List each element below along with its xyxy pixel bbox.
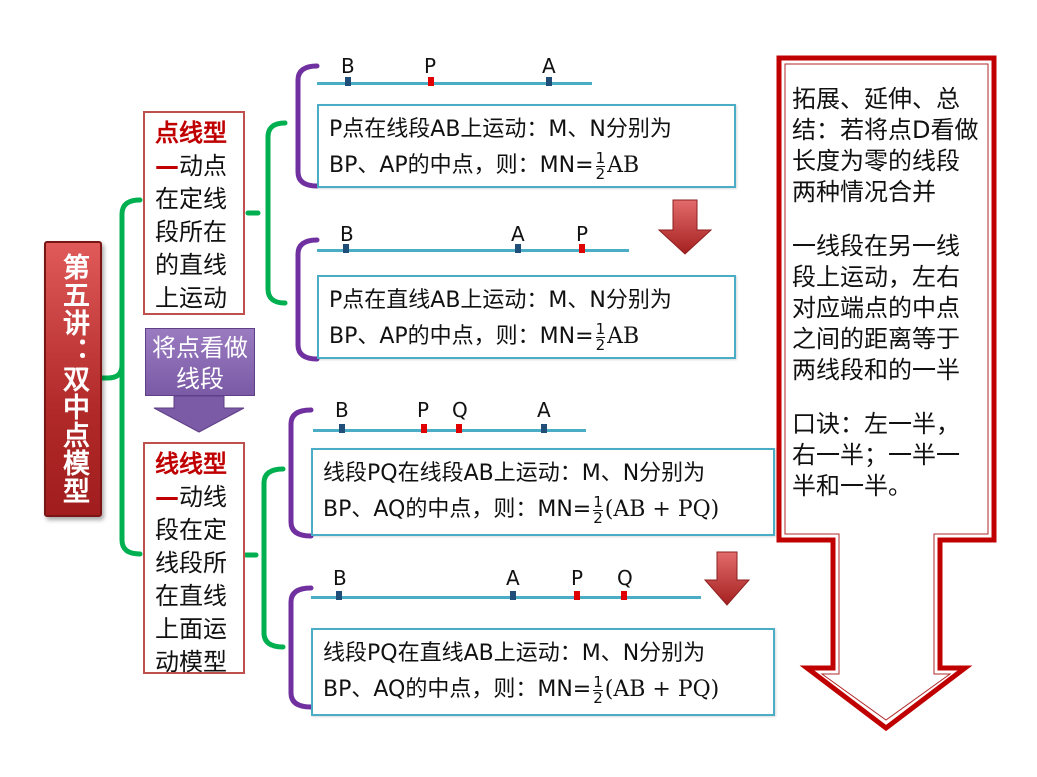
case-4-line (311, 596, 701, 599)
point-line-bracket (245, 120, 288, 306)
red-down-arrow-bottom (703, 551, 751, 606)
red-down-arrow-top (657, 199, 713, 255)
case-1-label-2: P (424, 54, 437, 78)
case-2-frac-num: 1 (595, 319, 606, 338)
case-4-label-1: B (333, 566, 347, 590)
case-1-tick-1 (345, 77, 351, 86)
case-4-text: 线段PQ在直线AB上运动：M、N分别为 (323, 641, 706, 666)
case-2-text2: BP、AP的中点，则：MN= (329, 324, 594, 349)
case-3-line (313, 429, 586, 432)
case-3-tick-2 (421, 424, 427, 433)
case-3-formula: (AB + PQ) (604, 497, 720, 522)
case-4-tick-1 (336, 591, 342, 600)
case-4-formula: (AB + PQ) (604, 677, 720, 702)
case-1-tick-2 (428, 77, 434, 86)
case-1-text2: BP、AP的中点，则：MN= (329, 153, 594, 178)
summary-paragraph-1: 拓展、延伸、总结：若将点D看做长度为零的线段两种情况合并 (792, 85, 979, 206)
case-3-text2: BP、AQ的中点，则：MN= (323, 497, 592, 522)
case-1-frac-num: 1 (595, 148, 606, 167)
summary-paragraph-3: 口诀：左一半，右一半；一半一半和一半。 (792, 410, 960, 500)
case-1-label-1: B (341, 54, 355, 78)
case-4-frac-num: 1 (593, 672, 603, 691)
summary-text: 拓展、延伸、总结：若将点D看做长度为零的线段两种情况合并 一线段在另一线段上运动… (792, 84, 982, 525)
segment-line-keyword: 线线型 (155, 450, 227, 478)
case-3-label-1: B (335, 398, 349, 422)
case-3-label-2: P (417, 398, 430, 422)
case-1-tick-3 (546, 77, 552, 86)
case-4-tick-2 (510, 591, 516, 600)
case-3-frac-den: 2 (593, 508, 603, 527)
case-3-tick-4 (541, 424, 547, 433)
segment-line-bracket (243, 466, 286, 650)
case-2-tick-2 (515, 244, 521, 253)
case-2-tick-1 (343, 244, 349, 253)
lecture-title: 第五讲：双中点模型 (44, 241, 102, 517)
case-3-label-4: A (537, 398, 551, 422)
case-2-formula: AB (607, 324, 640, 349)
case-2-frac-den: 2 (595, 335, 606, 354)
point-line-dash: — (155, 152, 179, 180)
main-bracket (97, 197, 143, 557)
case-2-label-1: B (340, 222, 354, 246)
case-1-label-3: A (542, 54, 556, 78)
purple-down-arrow (153, 395, 245, 433)
case-2-label-2: A (511, 222, 525, 246)
point-line-keyword: 点线型 (155, 119, 227, 147)
case-2-text: P点在直线AB上运动：M、N分别为 (329, 288, 672, 313)
segment-line-description: 动线段在定线段所在直线上面运动模型 (155, 483, 227, 676)
case-4-label-4: Q (617, 566, 633, 590)
case-2-tick-3 (579, 244, 585, 253)
case-3-frac-num: 1 (593, 492, 603, 511)
case-2-label-3: P (576, 222, 589, 246)
case-3-tick-1 (339, 424, 345, 433)
summary-paragraph-2: 一线段在另一线段上运动，左右对应端点的中点之间的距离等于两线段和的一半 (792, 232, 960, 384)
transform-arrow-box: 将点看做线段 (145, 328, 255, 396)
case-4-tick-3 (574, 591, 580, 600)
case-3-text: 线段PQ在线段AB上运动：M、N分别为 (323, 461, 706, 486)
case-3-label-3: Q (452, 398, 468, 422)
case-2-line (317, 249, 629, 252)
transform-arrow-label: 将点看做线段 (152, 334, 248, 393)
point-line-description: 动点在定线段所在的直线上运动 (155, 152, 227, 312)
case-4-label-2: A (506, 566, 520, 590)
case-1-text: P点在线段AB上运动：M、N分别为 (329, 117, 672, 142)
case-3-tick-3 (456, 424, 462, 433)
case-brackets (288, 63, 320, 710)
case-1-frac-den: 2 (595, 164, 606, 183)
case-4-tick-4 (621, 591, 627, 600)
summary-arrow (776, 55, 997, 732)
case-4-text2: BP、AQ的中点，则：MN= (323, 677, 592, 702)
case-4-frac-den: 2 (593, 688, 603, 707)
point-line-type-box: 点线型 —动点在定线段所在的直线上运动 (143, 111, 245, 315)
segment-line-type-box: 线线型 —动线段在定线段所在直线上面运动模型 (143, 442, 245, 676)
case-4-label-3: P (571, 566, 584, 590)
case-1-line (317, 82, 592, 85)
segment-line-dash: — (155, 483, 179, 511)
case-1-formula: AB (607, 153, 640, 178)
